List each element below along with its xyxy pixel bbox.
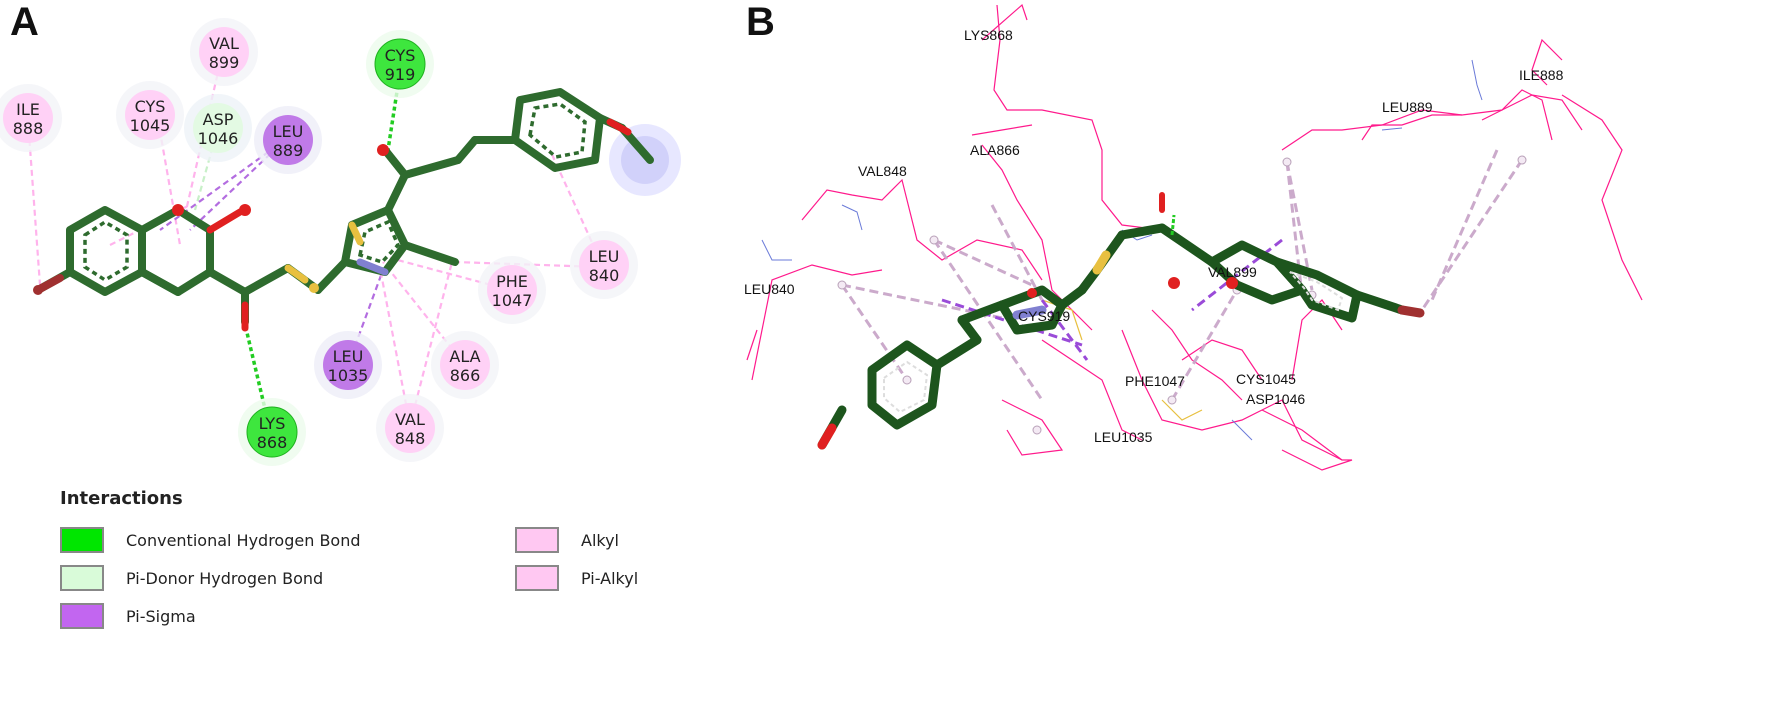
residue-val848: VAL848 bbox=[376, 394, 444, 462]
residue-bubble bbox=[193, 103, 243, 153]
residue-number: 1046 bbox=[198, 129, 239, 148]
label-ala866: ALA866 bbox=[970, 142, 1020, 158]
panel-b-label: B bbox=[746, 0, 775, 44]
residue-cys919: CYS919 bbox=[366, 30, 434, 98]
label-leu889: LEU889 bbox=[1382, 99, 1433, 115]
residue-name: LEU bbox=[273, 122, 304, 141]
panel-b-3d-view: LYS868 ILE888 LEU889 ALA866 VAL848 LEU84… bbox=[744, 3, 1643, 471]
legend-swatch bbox=[60, 603, 104, 629]
3d-ligand bbox=[817, 223, 1407, 450]
legend-label: Pi-Donor Hydrogen Bond bbox=[126, 568, 324, 588]
label-cys919: CYS919 bbox=[1018, 308, 1070, 324]
legend-item-alkyl: Alkyl bbox=[515, 525, 619, 555]
residue-bubble bbox=[385, 403, 435, 453]
residue-ile888: ILE888 bbox=[0, 84, 62, 152]
residue-phe1047: PHE1047 bbox=[478, 256, 546, 324]
residue-name: LYS bbox=[259, 414, 286, 433]
residue-bubble bbox=[374, 38, 426, 90]
residue-lys868: LYS868 bbox=[238, 398, 306, 466]
legend-item-pi-sigma: Pi-Sigma bbox=[60, 601, 196, 631]
residue-val899: VAL899 bbox=[190, 18, 258, 86]
label-leu840: LEU840 bbox=[744, 281, 795, 297]
protein-wireframe bbox=[746, 3, 1643, 471]
3d-residue-labels: LYS868 ILE888 LEU889 ALA866 VAL848 LEU84… bbox=[744, 27, 1564, 445]
residue-number: 888 bbox=[13, 119, 44, 138]
legend-item-pi-donor-hbond: Pi-Donor Hydrogen Bond bbox=[60, 563, 323, 593]
residue-bubble bbox=[125, 90, 175, 140]
legend-item-pi-alkyl: Pi-Alkyl bbox=[515, 563, 638, 593]
residue-cys1045: CYS1045 bbox=[116, 81, 184, 149]
residue-bubble bbox=[323, 340, 373, 390]
legend-title: Interactions bbox=[60, 488, 183, 509]
residue-number: 919 bbox=[385, 65, 416, 84]
label-phe1047: PHE1047 bbox=[1125, 373, 1185, 389]
residue-bubble bbox=[263, 115, 313, 165]
residue-number: 1047 bbox=[492, 291, 533, 310]
legend-label: Pi-Alkyl bbox=[581, 568, 639, 588]
residue-asp1046: ASP1046 bbox=[184, 94, 252, 162]
panel-a-label: A bbox=[10, 0, 39, 44]
legend-swatch bbox=[60, 527, 104, 553]
label-leu1035: LEU1035 bbox=[1094, 429, 1153, 445]
residue-name: CYS bbox=[385, 46, 416, 65]
residue-bubble bbox=[199, 27, 249, 77]
interactions-legend: Interactions Conventional Hydrogen Bond … bbox=[60, 488, 760, 718]
interaction-lines bbox=[26, 54, 602, 431]
residue-bubble bbox=[487, 265, 537, 315]
label-ile888: ILE888 bbox=[1519, 67, 1564, 83]
residue-name: VAL bbox=[209, 34, 239, 53]
residue-leu1035: LEU1035 bbox=[314, 331, 382, 399]
residue-ala866: ALA866 bbox=[431, 331, 499, 399]
residue-name: ILE bbox=[16, 100, 40, 119]
label-asp1046: ASP1046 bbox=[1246, 391, 1305, 407]
residue-bubble bbox=[440, 340, 490, 390]
residue-bubble bbox=[3, 93, 53, 143]
label-val848: VAL848 bbox=[858, 163, 907, 179]
legend-item-conventional-hbond: Conventional Hydrogen Bond bbox=[60, 525, 361, 555]
residue-name: PHE bbox=[496, 272, 528, 291]
residue-number: 1045 bbox=[130, 116, 171, 135]
legend-swatch bbox=[515, 527, 559, 553]
residue-name: VAL bbox=[395, 410, 425, 429]
residue-name: ASP bbox=[203, 110, 234, 129]
residue-number: 868 bbox=[257, 433, 288, 452]
residue-bubble bbox=[579, 240, 629, 290]
label-lys868: LYS868 bbox=[964, 27, 1013, 43]
residue-number: 866 bbox=[450, 366, 481, 385]
residue-number: 840 bbox=[589, 266, 620, 285]
residue-bubble bbox=[246, 406, 298, 458]
residue-name: LEU bbox=[589, 247, 620, 266]
label-val899: VAL899 bbox=[1208, 264, 1257, 280]
label-cys1045: CYS1045 bbox=[1236, 371, 1296, 387]
residue-number: 848 bbox=[395, 429, 426, 448]
residue-number: 1035 bbox=[328, 366, 369, 385]
residue-number: 899 bbox=[209, 53, 240, 72]
legend-label: Pi-Sigma bbox=[126, 606, 196, 626]
residue-name: LEU bbox=[333, 347, 364, 366]
legend-swatch bbox=[515, 565, 559, 591]
residue-leu840: LEU840 bbox=[570, 231, 638, 299]
legend-label: Conventional Hydrogen Bond bbox=[126, 530, 361, 550]
legend-label: Alkyl bbox=[581, 530, 619, 550]
residue-name: ALA bbox=[449, 347, 480, 366]
legend-swatch bbox=[60, 565, 104, 591]
residue-number: 889 bbox=[273, 141, 304, 160]
residue-leu889: LEU889 bbox=[254, 106, 322, 174]
residue-name: CYS bbox=[135, 97, 166, 116]
